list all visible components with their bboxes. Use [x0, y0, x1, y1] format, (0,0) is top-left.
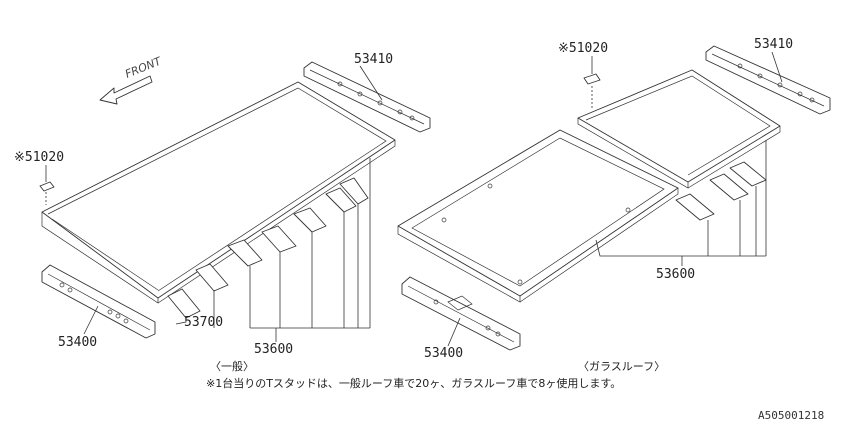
glass-roof-panel [577, 69, 781, 189]
left-roof-bows [167, 177, 369, 319]
front-label: FRONT [123, 54, 164, 81]
left-caption: 〈一般〉 [210, 360, 254, 373]
right-clip-part [583, 73, 601, 85]
standard-roof-panel [41, 81, 396, 304]
footnote: ※1台当りのTスタッドは、一般ルーフ車で20ヶ、ガラスルーフ車で8ヶ使用します。 [206, 376, 621, 390]
right-clip-label: ※51020 [558, 41, 608, 56]
left-front-rail-label: 53400 [58, 335, 97, 350]
left-bow-label: 53700 [184, 315, 223, 330]
left-rear-rail [303, 61, 431, 133]
right-rear-rail-label: 53410 [754, 37, 793, 52]
left-clip-label: ※51020 [14, 150, 64, 165]
right-caption: 〈ガラスルーフ〉 [578, 360, 665, 373]
front-arrow: FRONT [99, 54, 164, 105]
left-bows-label: 53600 [254, 342, 293, 357]
figure-reference: A505001218 [758, 409, 824, 422]
right-bows-label: 53600 [656, 267, 695, 282]
right-roof-bows [675, 161, 767, 221]
right-front-rail [401, 276, 521, 351]
right-front-rail-label: 53400 [424, 346, 463, 361]
left-rear-rail-label: 53410 [354, 52, 393, 67]
right-rear-rail [705, 45, 831, 115]
left-front-rail [41, 264, 156, 339]
left-clip-part [39, 181, 55, 192]
glass-roof-frame [397, 129, 679, 303]
